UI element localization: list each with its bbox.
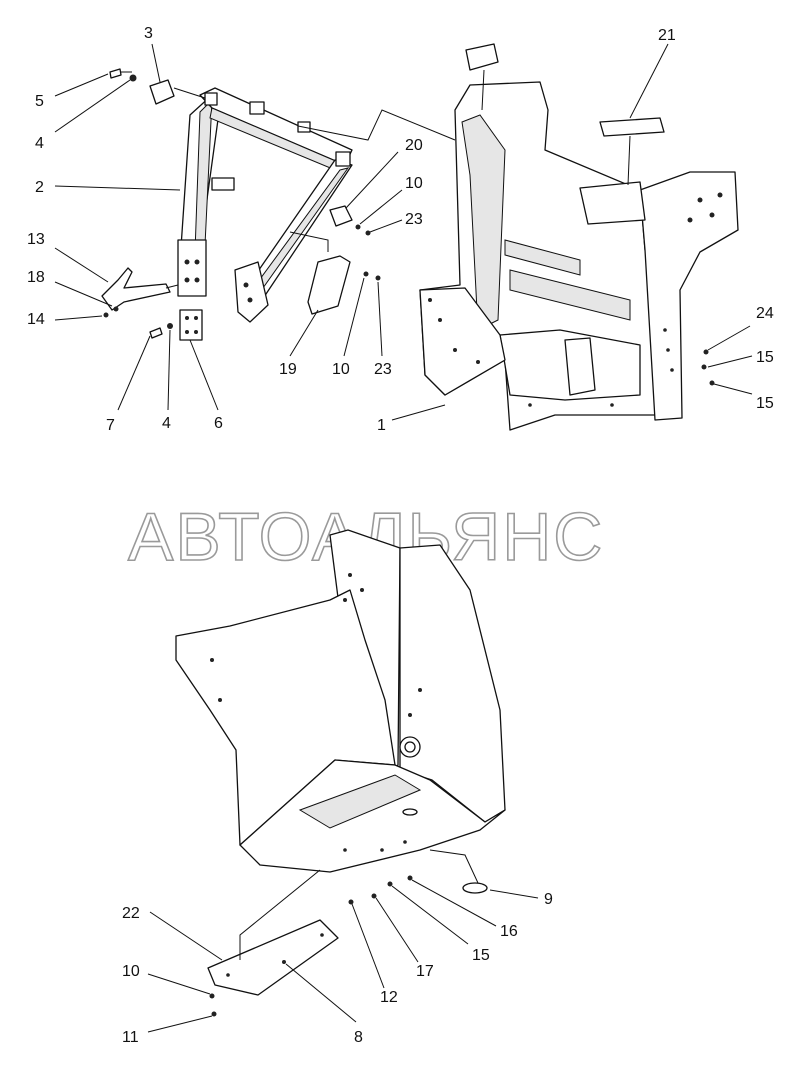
callout-22: 22 (122, 905, 140, 922)
callout-4b: 4 (162, 415, 171, 432)
callout-9: 9 (544, 891, 553, 908)
callout-23: 23 (405, 211, 423, 228)
callout-6: 6 (214, 415, 223, 432)
callout-19: 19 (279, 361, 297, 378)
cab-underside-view (175, 529, 506, 873)
part-15c-washer (387, 881, 393, 887)
callout-7: 7 (106, 417, 115, 434)
part-19-bracket (307, 255, 351, 315)
frame-assembly (177, 87, 353, 323)
callout-15: 15 (756, 349, 774, 366)
callout-8: 8 (354, 1029, 363, 1046)
part-4-washer (129, 74, 137, 82)
part-13-bracket (101, 267, 171, 311)
callout-5: 5 (35, 93, 44, 110)
callout-15c: 15 (472, 947, 490, 964)
callout-17: 17 (416, 963, 434, 980)
callout-labels: 3 5 4 2 13 18 14 7 4 6 20 10 23 19 10 23… (27, 25, 774, 1046)
part-23b-nut (375, 275, 381, 281)
part-18-washer (113, 306, 119, 312)
callout-3: 3 (144, 25, 153, 42)
part-3-bracket (149, 79, 175, 105)
callout-20: 20 (405, 137, 423, 154)
part-15a-washer (701, 364, 707, 370)
part-7-bolt (149, 327, 163, 339)
callout-13: 13 (27, 231, 45, 248)
callout-12: 12 (380, 989, 398, 1006)
part-6-plate (179, 309, 203, 341)
callout-4: 4 (35, 135, 44, 152)
part-16-bolt (407, 875, 413, 881)
part-12-nut (348, 899, 354, 905)
part-11-bolt (211, 1011, 217, 1017)
part-5-bolt (109, 68, 132, 79)
callout-11: 11 (122, 1029, 139, 1046)
part-22-plate (207, 919, 339, 996)
callout-1: 1 (377, 417, 386, 434)
part-15b-washer (709, 380, 715, 386)
callout-2: 2 (35, 179, 44, 196)
part-8-bolt (282, 960, 286, 964)
part-10b-washer (363, 271, 369, 277)
callout-16: 16 (500, 923, 518, 940)
part-20-bracket (329, 205, 353, 227)
callout-15b: 15 (756, 395, 774, 412)
part-1-cab-body (419, 81, 739, 431)
part-4b-washer (167, 323, 173, 329)
part-23a-nut (365, 230, 371, 236)
part-17-washer (371, 893, 377, 899)
part-10a-washer (355, 224, 361, 230)
part-24-nut (703, 349, 709, 355)
callout-18: 18 (27, 269, 45, 286)
part-10c-washer (209, 993, 215, 999)
leader-lines (54, 43, 753, 1033)
callout-10: 10 (405, 175, 423, 192)
callout-14: 14 (27, 311, 45, 328)
part-21b-pad (599, 117, 665, 137)
part-9-plug (462, 882, 488, 894)
callout-21: 21 (658, 27, 676, 44)
callout-10b: 10 (332, 361, 350, 378)
callout-23b: 23 (374, 361, 392, 378)
assembly-line-3 (173, 87, 206, 99)
part-14-bolt (103, 312, 109, 318)
callout-10c: 10 (122, 963, 140, 980)
part-21-pad (465, 43, 499, 71)
callout-24: 24 (756, 305, 774, 322)
